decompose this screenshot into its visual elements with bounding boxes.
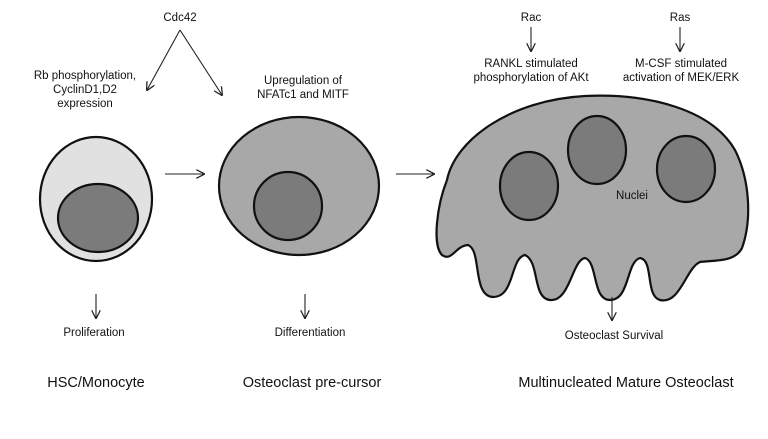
rb-label-line2: CyclinD1,D2 — [53, 84, 117, 96]
stage-title-precursor: Osteoclast pre-cursor — [243, 375, 382, 391]
cdc42-arrow-right — [179, 29, 222, 95]
proliferation-label: Proliferation — [63, 327, 124, 339]
cdc42-arrow-left — [147, 29, 181, 90]
mcsf-label-line1: M-CSF stimulated — [635, 58, 727, 70]
stage-title-hsc: HSC/Monocyte — [47, 375, 145, 391]
rankl-label-line2: phosphorylation of AKt — [473, 72, 589, 84]
precursor-nucleus — [252, 170, 324, 242]
upregulation-label-line2: NFATc1 and MITF — [257, 89, 349, 101]
ras-label: Ras — [670, 12, 691, 24]
rankl-label-line1: RANKL stimulated — [484, 58, 578, 70]
hsc-nucleus — [56, 182, 140, 254]
osteoclast-nucleus-3 — [655, 134, 717, 204]
rb-label-line1: Rb phosphorylation, — [34, 70, 136, 82]
differentiation-label: Differentiation — [275, 327, 346, 339]
survival-label: Osteoclast Survival — [565, 330, 663, 342]
cdc42-label: Cdc42 — [163, 12, 196, 24]
osteoclast-nucleus-2 — [566, 114, 628, 186]
rac-label: Rac — [521, 12, 542, 24]
mcsf-label-line2: activation of MEK/ERK — [623, 72, 740, 84]
rb-label-line3: expression — [57, 98, 113, 110]
osteoclast-nucleus-1 — [498, 150, 560, 222]
stage-title-mature: Multinucleated Mature Osteoclast — [518, 375, 733, 391]
nuclei-label: Nuclei — [616, 190, 648, 202]
upregulation-label-line1: Upregulation of — [264, 75, 343, 87]
